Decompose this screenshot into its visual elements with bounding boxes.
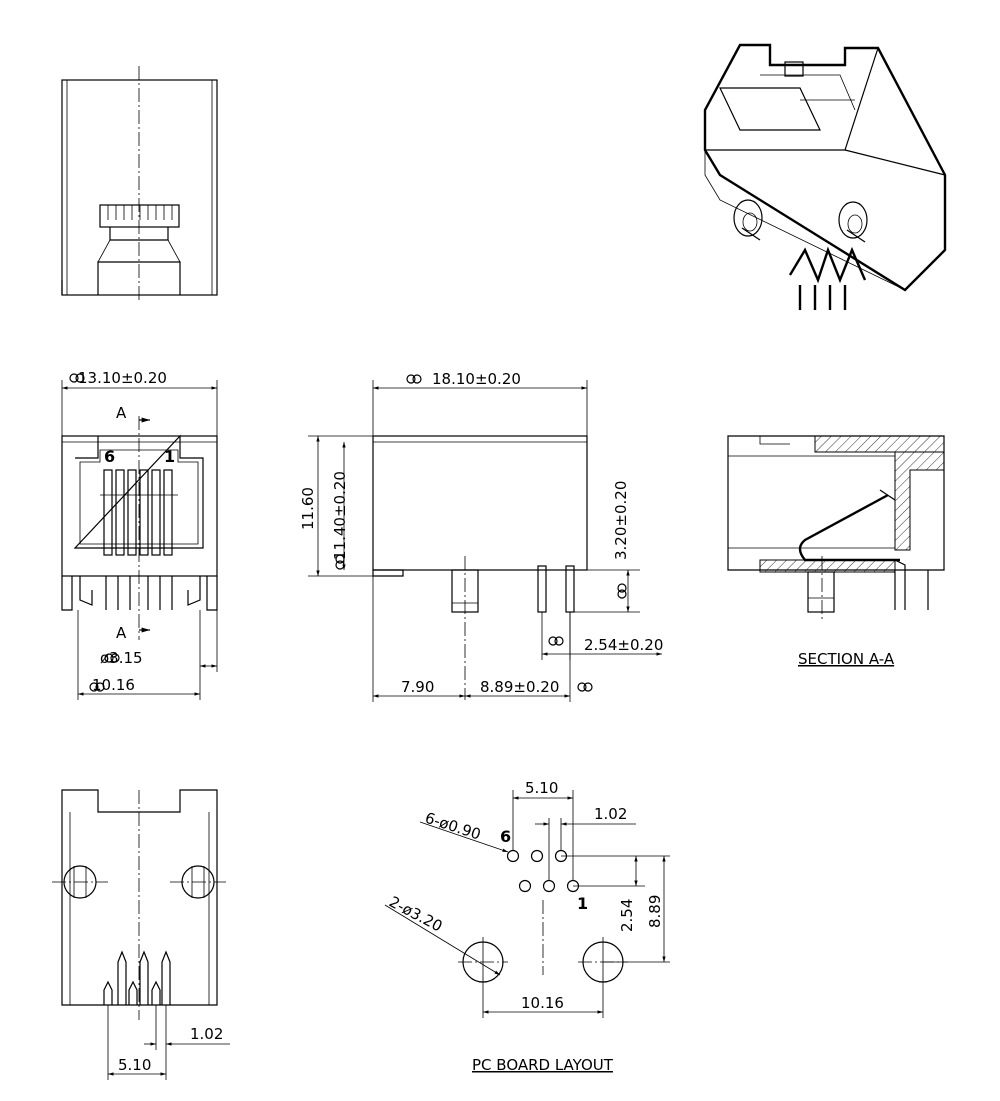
dim-pcb-row-width: 5.10	[525, 779, 558, 797]
bottom-view	[52, 789, 226, 1020]
dim-bottom-row-width: 5.10	[118, 1056, 151, 1074]
dim-pcb-pin-holes: 6-ø0.90	[423, 809, 483, 844]
latch-teeth	[107, 205, 173, 220]
section-marker-top: A	[116, 404, 127, 422]
dim-width-side: 18.10±0.20	[432, 370, 521, 388]
pin-label-6: 6	[104, 447, 115, 466]
dim-pcb-post-offset: 8.89	[646, 895, 664, 928]
bottom-pins	[103, 950, 171, 1005]
dim-pcb-row-offset: 2.54	[618, 899, 636, 932]
dim-pcb-post-holes: 2-ø3.20	[386, 893, 445, 936]
front-dimensions: 13.10±0.20 ø3.15 10.16	[61, 369, 218, 700]
dim-width-front: 13.10±0.20	[78, 369, 167, 387]
side-view	[372, 435, 588, 700]
iso-post-left	[733, 199, 763, 241]
iso-pins	[788, 246, 867, 310]
control-symbols	[69, 373, 627, 692]
section-marker-bottom: A	[116, 624, 127, 642]
pcb-pin-label-6: 6	[500, 827, 511, 846]
isometric-view	[703, 43, 947, 310]
dim-post-to-pin: 8.89±0.20	[480, 678, 559, 696]
side-dimensions: 18.10±0.20 11.60 11.40±0.20 3.20±0.20 2.…	[299, 370, 663, 702]
dim-pcb-post-spacing: 10.16	[521, 994, 564, 1012]
section-label: SECTION A-A	[798, 650, 895, 668]
front-contacts	[100, 469, 178, 556]
dim-pin-length: 3.20±0.20	[612, 481, 630, 560]
bottom-post-left	[52, 865, 108, 899]
dim-height-body: 11.40±0.20	[331, 471, 349, 560]
pcb-layout: 6 1 PC BOARD LAYOUT	[458, 827, 628, 1074]
bottom-dimensions: 5.10 1.02	[107, 1005, 230, 1080]
pcb-pin-label-1: 1	[577, 894, 588, 913]
pcb-label: PC BOARD LAYOUT	[472, 1056, 614, 1074]
pcb-dimensions: 5.10 1.02 6-ø0.90 2-ø3.20 2.54 8.89 10.1…	[384, 779, 670, 1014]
pin-label-1: 1	[164, 447, 175, 466]
dim-post-diameter: ø3.15	[100, 649, 143, 667]
dim-pin-pitch: 2.54±0.20	[584, 636, 663, 654]
dim-front-offset: 7.90	[401, 678, 434, 696]
dim-pcb-pitch: 1.02	[594, 805, 627, 823]
bottom-post-right	[170, 865, 226, 899]
dim-height-total: 11.60	[299, 487, 317, 530]
section-view: SECTION A-A	[727, 435, 945, 668]
pcb-pin-holes	[506, 849, 580, 893]
dim-bottom-pitch: 1.02	[190, 1025, 223, 1043]
iso-post-right	[838, 201, 868, 243]
front-view: A A 6 1	[61, 404, 218, 642]
top-view	[61, 66, 218, 300]
